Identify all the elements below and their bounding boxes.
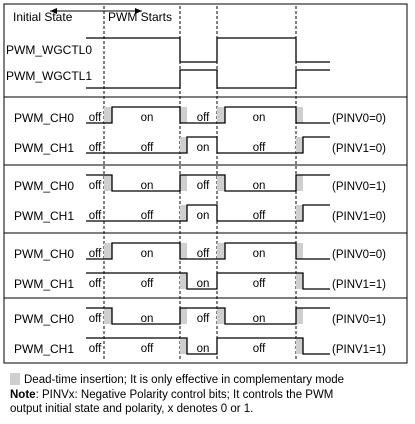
state-label: off <box>141 210 154 222</box>
state-label: on <box>253 313 266 325</box>
deadtime-region <box>180 205 187 221</box>
deadtime-region <box>296 175 303 191</box>
pinv-label: (PINV1=0) <box>332 211 386 223</box>
deadtime-region <box>296 243 303 259</box>
note-text: : PINVx: Negative Polarity control bits;… <box>35 389 334 401</box>
channel-waveform <box>86 204 330 222</box>
state-label: off <box>253 142 266 154</box>
state-label: on <box>197 142 210 154</box>
deadtime-region <box>180 308 187 324</box>
state-label: on <box>197 278 210 290</box>
deadtime-region <box>180 107 187 123</box>
deadtime-region <box>104 308 112 324</box>
state-label: off <box>197 248 210 260</box>
state-label: off <box>89 343 102 355</box>
state-label: on <box>141 248 154 260</box>
deadtime-region <box>180 273 187 289</box>
state-label: off <box>89 210 102 222</box>
channel-waveform <box>86 337 330 355</box>
double-arrow <box>50 8 142 14</box>
state-label: on <box>253 248 266 260</box>
state-label: off <box>89 112 102 124</box>
channel-label: PWM_CH1 <box>14 342 74 356</box>
state-label: off <box>89 248 102 260</box>
state-label: off <box>89 278 102 290</box>
state-label: off <box>141 142 154 154</box>
state-label: off <box>89 180 102 192</box>
diagram-frame <box>3 3 408 364</box>
deadtime-region <box>217 308 225 324</box>
channel-label: PWM_CH1 <box>14 277 74 291</box>
channel-waveform <box>86 174 330 192</box>
deadtime-swatch <box>10 373 20 385</box>
channel-waveform <box>86 307 330 325</box>
channel-label: PWM_CH0 <box>14 247 74 261</box>
deadtime-legend-text: Dead-time insertion; It is only effectiv… <box>24 374 345 386</box>
channel-label: PWM_CH1 <box>14 209 74 223</box>
pinv-label: (PINV0=1) <box>332 181 386 193</box>
wgctl1-waveform <box>86 69 330 89</box>
state-label: on <box>141 180 154 192</box>
deadtime-region <box>296 308 303 324</box>
wgctl0-waveform <box>86 37 330 63</box>
deadtime-region <box>180 137 187 153</box>
channel-label: PWM_CH0 <box>14 179 74 193</box>
deadtime-region <box>217 175 225 191</box>
state-label: off <box>197 112 210 124</box>
note-line-1: Note: PINVx: Negative Polarity control b… <box>10 388 333 402</box>
deadtime-region <box>296 137 303 153</box>
state-label: off <box>89 142 102 154</box>
wgctl0-label: PWM_WGCTL0 <box>6 43 92 57</box>
channel-label: PWM_CH0 <box>14 312 74 326</box>
state-label: on <box>141 313 154 325</box>
state-label: off <box>141 278 154 290</box>
channel-label: PWM_CH0 <box>14 111 74 125</box>
state-label: off <box>253 210 266 222</box>
deadtime-region <box>296 107 303 123</box>
deadtime-region <box>104 107 112 123</box>
pinv-label: (PINV1=0) <box>332 143 386 155</box>
state-label: on <box>197 343 210 355</box>
deadtime-region <box>296 205 303 221</box>
initial-state-label: Initial State <box>13 10 73 24</box>
deadtime-region <box>104 243 112 259</box>
channel-waveform <box>86 106 330 124</box>
deadtime-region <box>296 338 303 354</box>
pinv-label: (PINV0=0) <box>332 249 386 261</box>
deadtime-region <box>217 107 225 123</box>
state-label: on <box>253 112 266 124</box>
wgctl1-label: PWM_WGCTL1 <box>6 69 92 83</box>
state-label: off <box>89 313 102 325</box>
state-label: off <box>197 313 210 325</box>
deadtime-region <box>180 338 187 354</box>
state-label: on <box>253 180 266 192</box>
channel-label: PWM_CH1 <box>14 141 74 155</box>
deadtime-region <box>296 273 303 289</box>
state-label: off <box>253 278 266 290</box>
state-label: on <box>197 210 210 222</box>
state-label: on <box>141 112 154 124</box>
deadtime-region <box>180 243 187 259</box>
deadtime-region <box>180 175 187 191</box>
deadtime-legend: Dead-time insertion; It is only effectiv… <box>10 373 344 387</box>
pinv-label: (PINV1=1) <box>332 279 386 291</box>
channel-waveform <box>86 272 330 290</box>
pinv-label: (PINV1=1) <box>332 344 386 356</box>
channel-waveform <box>86 136 330 154</box>
note-label: Note <box>10 389 36 401</box>
note-line-2: output initial state and polarity, x den… <box>10 403 254 415</box>
deadtime-region <box>104 175 112 191</box>
state-label: off <box>141 343 154 355</box>
pinv-label: (PINV0=0) <box>332 113 386 125</box>
state-label: off <box>197 180 210 192</box>
pinv-label: (PINV0=1) <box>332 314 386 326</box>
deadtime-region <box>217 243 225 259</box>
state-label: off <box>253 343 266 355</box>
channel-waveform <box>86 242 330 260</box>
pwm-starts-label: PWM Starts <box>108 10 172 24</box>
